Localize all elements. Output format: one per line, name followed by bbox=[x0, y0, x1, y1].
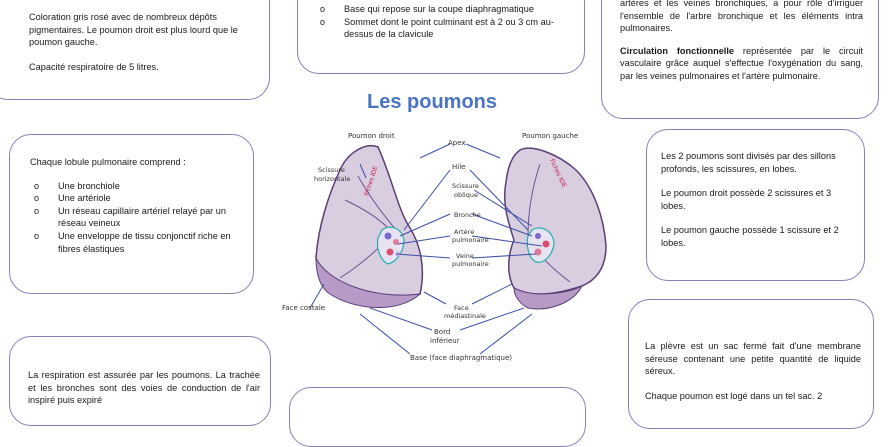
label-base: Base (face diaphragmatique) bbox=[410, 354, 512, 362]
label-hile: Hile bbox=[452, 163, 465, 171]
bold-term: Circulation fonctionnelle bbox=[620, 45, 735, 56]
card-text: artères et les veines bronchiques, a pou… bbox=[620, 0, 863, 34]
left-lung-shape bbox=[503, 147, 607, 295]
label-poumon-gauche: Poumon gauche bbox=[522, 132, 578, 140]
label-face-mediastinale: Face médiastinale bbox=[444, 304, 486, 320]
card-text: Chaque lobule pulmonaire comprend : bbox=[30, 157, 186, 167]
card-base-sommet: Base qui repose sur la coupe diaphragmat… bbox=[297, 0, 585, 74]
list-item: Une artériole bbox=[30, 192, 243, 205]
card-text: Le poumon gauche possède 1 scissure et 2… bbox=[661, 225, 839, 248]
card-respiration: La respiration est assurée par les poumo… bbox=[9, 336, 271, 426]
label-bord-inferieur: Bord inférieur bbox=[430, 328, 460, 345]
card-poumon-description: Coloration gris rosé avec de nombreux dé… bbox=[0, 0, 270, 100]
right-lung-fissure-horizontal bbox=[344, 199, 389, 229]
card-text: Circulation fonctionnelle représentée pa… bbox=[620, 45, 863, 83]
label-bronche: Bronche bbox=[454, 211, 481, 219]
label-face-costale: Face costale bbox=[282, 304, 325, 312]
card-text: Chaque poumon est logé dans un tel sac. … bbox=[645, 390, 823, 401]
label-scissure-oblique: Scissure oblique bbox=[452, 182, 481, 199]
label-artere: Artère pulmonaire bbox=[452, 228, 489, 244]
left-lung-lower-shadow bbox=[513, 284, 584, 310]
card-text: Le poumon droit possède 2 scissures et 3… bbox=[661, 188, 832, 211]
lung-diagram: Fiches IDE Fiches IDE Poumon droit Poumo… bbox=[282, 132, 607, 362]
card-text-rest: représentée par le circuit vasculaire gr… bbox=[620, 45, 863, 81]
right-lung-lower-shadow bbox=[315, 257, 422, 309]
card-circulation: artères et les veines bronchiques, a pou… bbox=[601, 0, 879, 119]
right-hile bbox=[376, 226, 405, 265]
list-item: Sommet dont le point culminant est à 2 o… bbox=[316, 16, 568, 41]
card-text: Capacité respiratoire de 5 litres. bbox=[29, 61, 159, 72]
label-scissure-horizontale: Scissure horizontale bbox=[314, 166, 350, 183]
label-poumon-droit: Poumon droit bbox=[348, 132, 395, 140]
card-plevre: La plèvre est un sac fermé fait d'une me… bbox=[628, 299, 874, 429]
card-lobes: Les 2 poumons sont divisés par des sillo… bbox=[646, 129, 865, 281]
leader-lines bbox=[309, 143, 543, 355]
card-bottom-center bbox=[289, 387, 586, 447]
list-item: Une enveloppe de tissu conjonctif riche … bbox=[30, 230, 243, 255]
card-text: Coloration gris rosé avec de nombreux dé… bbox=[29, 12, 238, 48]
list-item: Base qui repose sur la coupe diaphragmat… bbox=[316, 3, 568, 16]
card-lobule: Chaque lobule pulmonaire comprend : Une … bbox=[9, 134, 254, 294]
page-title: Les poumons bbox=[366, 91, 497, 113]
list-item: Une bronchiole bbox=[30, 180, 243, 193]
list-item: Un réseau capillaire artériel relayé par… bbox=[30, 205, 243, 230]
card-text: La plèvre est un sac fermé fait d'une me… bbox=[645, 341, 861, 377]
card-text: La respiration est assurée par les poumo… bbox=[28, 370, 260, 406]
label-apex: Apex bbox=[448, 139, 466, 147]
card-text: Les 2 poumons sont divisés par des sillo… bbox=[661, 151, 836, 174]
label-veine: Veine pulmonaire bbox=[452, 252, 489, 268]
